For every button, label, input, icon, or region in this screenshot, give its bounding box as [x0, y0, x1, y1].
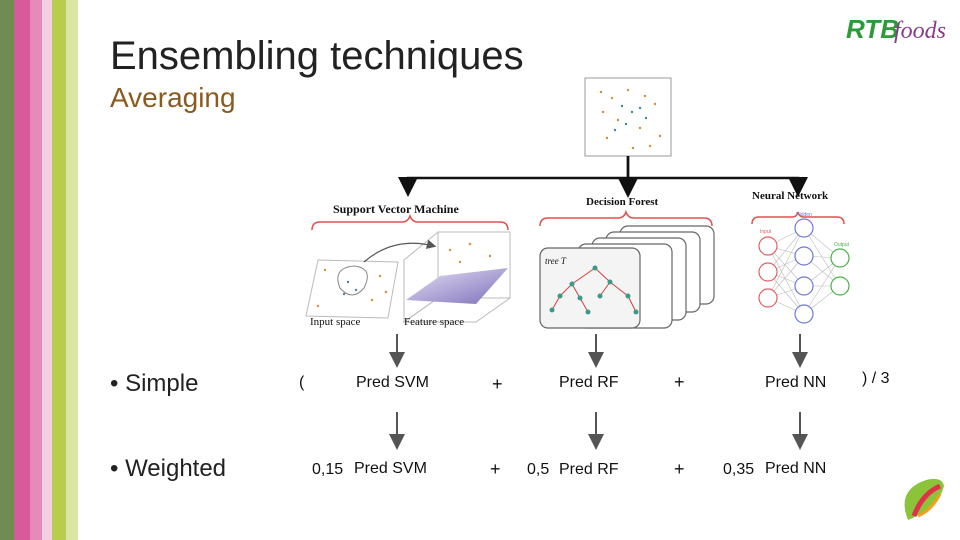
- prediction-arrows: [389, 334, 808, 450]
- simple-open-paren: (: [299, 374, 305, 391]
- distribution-arrows: [398, 156, 808, 198]
- input-space-label: Input space: [310, 316, 361, 328]
- stripe-light-lime: [66, 0, 78, 540]
- nn-output-label: Output: [834, 242, 850, 248]
- tree-nodes: [549, 265, 639, 315]
- svm-label: Support Vector Machine: [333, 202, 459, 216]
- weight-nn: 0,35: [723, 461, 755, 478]
- stripe-magenta: [14, 0, 30, 540]
- simple-pred-nn: Pred NN: [765, 374, 827, 391]
- stripe-pink: [30, 0, 42, 540]
- logo-rtb-text: RTB: [846, 14, 899, 44]
- stripe-lime: [52, 0, 66, 540]
- decision-forest-illustration: [539, 225, 715, 329]
- stripe-photo: [0, 0, 14, 540]
- nn-label: Neural Network: [752, 190, 829, 202]
- weighted-plus-1: +: [490, 459, 501, 479]
- decorative-side-stripes: [0, 0, 78, 540]
- nn-hidden-label: Hidden: [796, 212, 812, 218]
- simple-divide: ) / 3: [862, 370, 890, 387]
- input-data-scatter: [584, 77, 672, 157]
- decision-tree: [551, 267, 637, 313]
- forest-label: Decision Forest: [586, 196, 659, 208]
- simple-plus-2: +: [674, 372, 685, 392]
- simple-pred-rf: Pred RF: [559, 374, 619, 391]
- weighted-pred-svm: Pred SVM: [354, 460, 427, 477]
- leaf-logo-icon: [904, 478, 944, 520]
- page-title: Ensembling techniques: [110, 34, 524, 78]
- rtbfoods-logo: RTB foods: [846, 12, 956, 48]
- weighted-pred-rf: Pred RF: [559, 461, 619, 478]
- bullet-weighted: • Weighted: [110, 455, 227, 482]
- svm-illustration: [305, 230, 512, 323]
- tree-label: tree T: [545, 256, 566, 266]
- weighted-pred-nn: Pred NN: [765, 460, 827, 477]
- neural-network-illustration: [758, 218, 850, 324]
- weighted-plus-2: +: [674, 459, 685, 479]
- stripe-light-pink: [42, 0, 52, 540]
- weight-svm: 0,15: [312, 461, 344, 478]
- model-braces: [311, 209, 845, 231]
- page-subtitle: Averaging: [110, 82, 236, 113]
- logo-foods-text: foods: [894, 18, 947, 44]
- simple-pred-svm: Pred SVM: [356, 374, 429, 391]
- nn-input-label: Input: [760, 229, 772, 235]
- feature-space-label: Feature space: [404, 316, 465, 328]
- weight-rf: 0,5: [527, 461, 550, 478]
- bullet-simple: • Simple: [110, 370, 199, 397]
- simple-plus-1: +: [492, 374, 503, 394]
